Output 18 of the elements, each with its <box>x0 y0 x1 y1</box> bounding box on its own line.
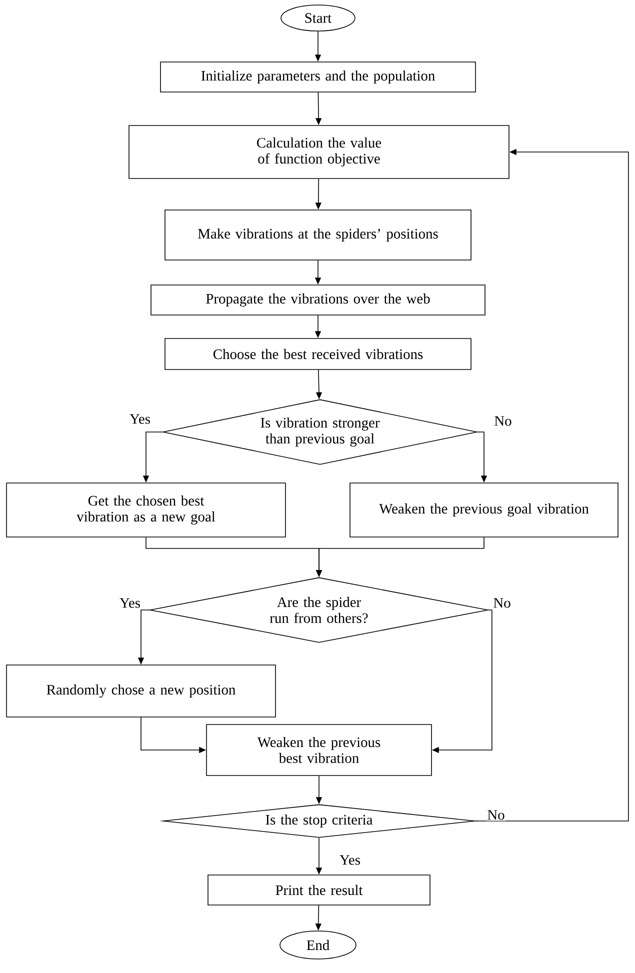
edge-label: Yes <box>128 413 152 425</box>
process-box: Randomly chose a new position <box>6 664 276 718</box>
process-box: Initialize parameters and the population <box>160 62 476 92</box>
process-box: Make vibrations at the spiders’ positions <box>164 210 472 260</box>
edge-label: Yes <box>118 597 142 609</box>
edge-label: No <box>486 809 506 821</box>
end-terminal: End <box>280 930 356 960</box>
process-box: Get the chosen best vibration as a new goal <box>6 482 286 538</box>
start-terminal: Start <box>280 4 356 32</box>
process-box: Print the result <box>208 874 430 906</box>
edge-label: No <box>492 597 512 609</box>
process-box: Weaken the previous goal vibration <box>350 482 618 538</box>
edge-label: Yes <box>338 854 362 866</box>
process-box: Weaken the previous best vibration <box>206 724 432 776</box>
process-box: Choose the best received vibrations <box>164 338 472 370</box>
process-box: Calculation the value of function objective <box>128 125 510 179</box>
process-box: Propagate the vibrations over the web <box>150 284 486 316</box>
edge-label: No <box>493 415 513 427</box>
